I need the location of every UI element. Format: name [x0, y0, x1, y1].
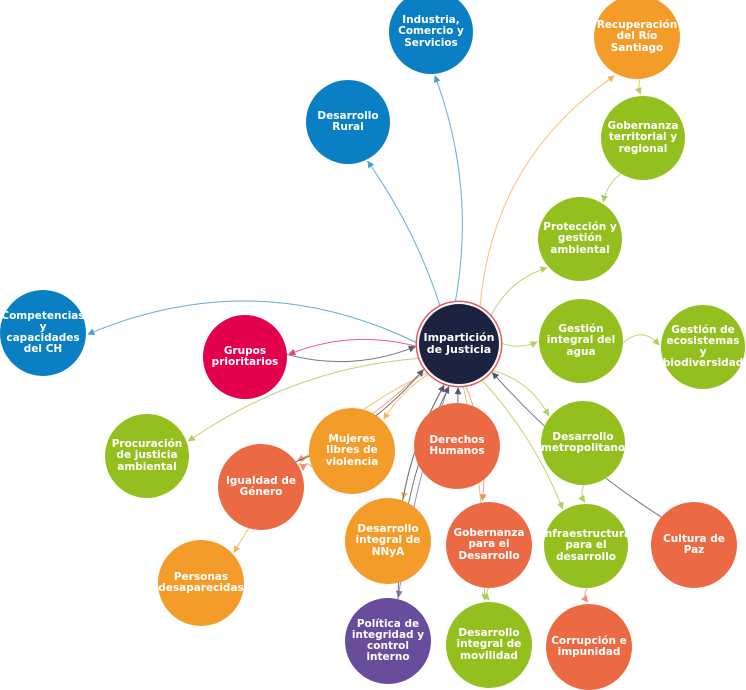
node-label: Impartición de Justicia [419, 332, 499, 355]
node-grupos-prioritarios[interactable]: Grupos prioritarios [203, 315, 287, 399]
node-label: Personas desaparecidas [154, 572, 248, 594]
edge-infraestructura-to-corrupcion [585, 588, 588, 602]
node-label: Desarrollo integral de NNyA [345, 524, 431, 557]
node-competencias-capacidades[interactable]: Competencias y capacidades del CH [0, 290, 86, 376]
node-label: Cultura de Paz [651, 534, 737, 556]
node-infraestructura-desarrollo[interactable]: Infraestructura para el desarrollo [544, 504, 628, 588]
edge-center-to-mujeres [384, 374, 429, 419]
node-label: Infraestructura para el desarrollo [537, 529, 635, 562]
node-label: Desarrollo metropolitano [537, 432, 629, 454]
node-procuracion-justicia-ambiental[interactable]: Procuración de justicia ambiental [105, 414, 189, 498]
edge-center-to-grupos_prioritarios [289, 339, 417, 354]
node-desarrollo-integral-movilidad[interactable]: Desarrollo integral de movilidad [446, 602, 532, 688]
node-label: Protección y gestión ambiental [538, 222, 622, 255]
node-igualdad-de-genero[interactable]: Igualdad de Género [218, 444, 304, 530]
node-desarrollo-rural[interactable]: Desarrollo Rural [306, 80, 390, 164]
node-label: Recuperación del Río Santiago [593, 20, 681, 53]
node-label: Desarrollo integral de movilidad [446, 628, 532, 661]
node-gestion-ecosistemas[interactable]: Gestión de ecosistemas y biodiversidad [661, 305, 745, 389]
edge-desarrollo_metropolitano-to-infraestructura [582, 485, 585, 502]
node-label: Desarrollo Rural [306, 111, 390, 133]
node-desarrollo-metropolitano[interactable]: Desarrollo metropolitano [541, 401, 625, 485]
node-label: Gobernanza territorial y regional [601, 121, 685, 154]
node-label: Igualdad de Género [218, 476, 304, 498]
node-cultura-de-paz[interactable]: Cultura de Paz [651, 502, 737, 588]
node-label: Industria, Comercio y Servicios [389, 15, 473, 48]
node-gobernanza-para-desarrollo[interactable]: Gobernanza para el Desarrollo [446, 502, 532, 588]
edge-center-to-gestion_agua [501, 342, 537, 346]
node-label: Gobernanza para el Desarrollo [446, 528, 532, 561]
node-mujeres-libres-violencia[interactable]: Mujeres libres de violencia [309, 408, 395, 494]
node-imparticion-de-justicia[interactable]: Impartición de Justicia [417, 302, 501, 386]
node-politica-integridad[interactable]: Política de integridad y control interno [345, 598, 431, 684]
node-label: Corrupción e impunidad [546, 636, 632, 658]
edge-center-to-desarrollo_rural [368, 161, 441, 306]
node-label: Política de integridad y control interno [345, 619, 431, 663]
node-label: Gestión integral del agua [539, 324, 623, 357]
edge-center-to-proteccion [491, 268, 547, 317]
edge-center-to-industria [435, 76, 462, 302]
node-gestion-integral-agua[interactable]: Gestión integral del agua [539, 299, 623, 383]
diagram-canvas: Impartición de Justicia Industria, Comer… [0, 0, 746, 675]
node-label: Derechos Humanos [414, 435, 500, 457]
node-label: Competencias y capacidades del CH [0, 311, 89, 355]
node-label: Mujeres libres de violencia [309, 434, 395, 467]
node-label: Procuración de justicia ambiental [105, 439, 189, 472]
edge-grupos_prioritarios-to-center [287, 347, 415, 362]
node-proteccion-gestion-ambiental[interactable]: Protección y gestión ambiental [538, 197, 622, 281]
edge-gestion_agua-to-gestion_ecosistemas [623, 335, 659, 345]
node-label: Grupos prioritarios [203, 346, 287, 368]
node-desarrollo-integral-nnya[interactable]: Desarrollo integral de NNyA [345, 498, 431, 584]
edge-center-to-desarrollo_metropolitano [492, 370, 549, 415]
edge-recuperacion-to-gobernanza_territorial [639, 80, 640, 94]
node-personas-desaparecidas[interactable]: Personas desaparecidas [158, 540, 244, 626]
node-gobernanza-territorial[interactable]: Gobernanza territorial y regional [601, 96, 685, 180]
node-label: Gestión de ecosistemas y biodiversidad [659, 325, 746, 369]
node-corrupcion-impunidad[interactable]: Corrupción e impunidad [546, 604, 632, 690]
node-derechos-humanos[interactable]: Derechos Humanos [414, 403, 500, 489]
edge-gobernanza_territorial-to-proteccion [603, 174, 620, 202]
edge-gobernanza_desarrollo-to-movilidad [487, 588, 490, 600]
